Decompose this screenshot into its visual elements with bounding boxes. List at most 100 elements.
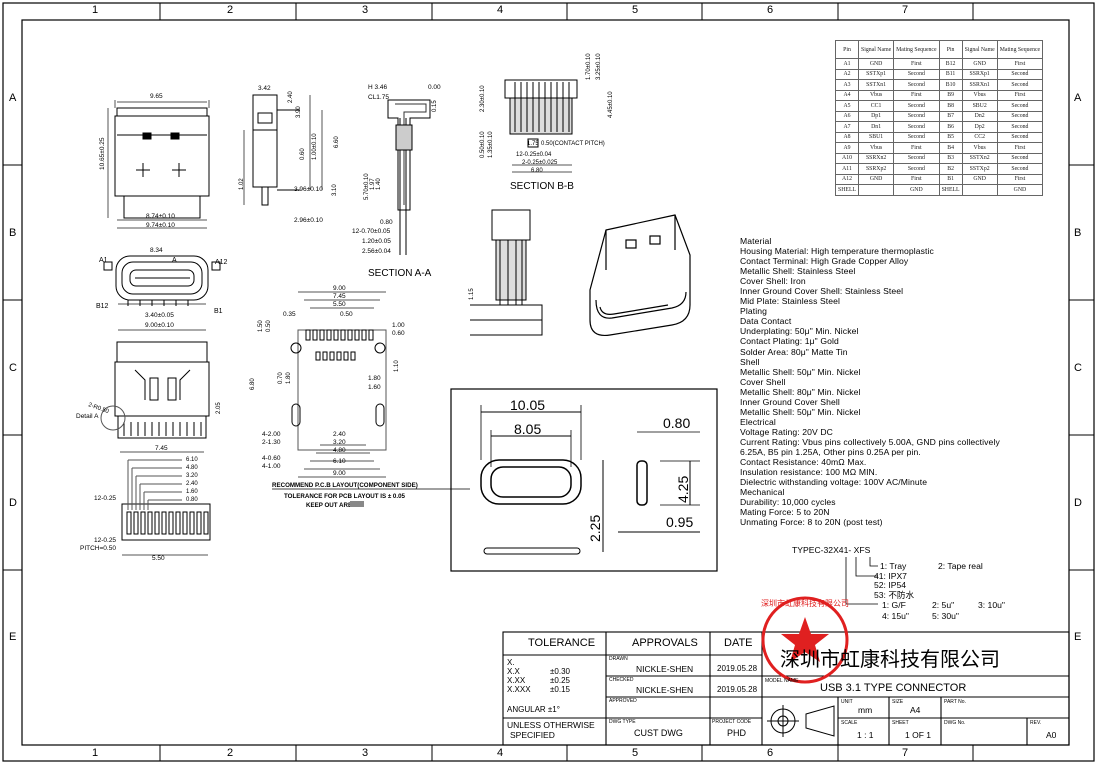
spec-line: Metallic Shell: 50μ" Min. Nickel — [740, 366, 861, 377]
panel-cutout-view — [480, 405, 700, 555]
spec-line: Cover Shell — [740, 376, 786, 387]
tb-rev: A0 — [1046, 730, 1057, 740]
detail-row-2: 3.20 — [186, 473, 198, 479]
front-view — [107, 100, 210, 229]
detail-row-0: 6.10 — [186, 457, 198, 463]
pcb-right-3: 1.60 — [368, 384, 381, 391]
bb-d7: 1.75 — [527, 141, 539, 147]
part-code-opt2: 2: Tape real — [938, 561, 983, 571]
aa-d9: 1.40 — [376, 178, 382, 190]
tb-date-hdr: DATE — [724, 637, 753, 649]
spec-line: Shell — [740, 356, 760, 367]
pcb-dims-right: 1.00 0.60 1.80 1.60 1.10 — [368, 322, 405, 391]
zone-right-b: B — [1074, 227, 1082, 239]
bb-d8: 0.50(CONTACT PITCH) — [541, 141, 605, 147]
pin-table-header: Pin Signal Name Mating Sequence Pin Sign… — [834, 40, 1044, 59]
detail-row-3: 2.40 — [186, 481, 198, 487]
hdr-mating: Mating Sequence — [893, 40, 940, 59]
spec-line: Electrical — [740, 416, 776, 427]
side-d8: 3.10 — [332, 184, 338, 196]
bottom-detail: Detail A — [76, 413, 99, 420]
end-a1: A1 — [99, 257, 108, 264]
zone-top-2: 2 — [227, 4, 234, 16]
zone-bottom-6: 6 — [767, 747, 774, 759]
hdr-signal-b: Signal Name — [961, 40, 998, 59]
part-code-opt1: 1: Tray — [880, 561, 907, 571]
zone-left-c: C — [9, 362, 17, 374]
end-w-top: 8.34 — [150, 247, 163, 254]
tb-approvals-hdr: APPROVALS — [632, 637, 698, 649]
part-code-ip1: 41: IPX7 — [874, 571, 907, 581]
aa-d2: 0.15 — [432, 100, 438, 112]
tb-size-lbl: SIZE — [892, 699, 904, 705]
pcb-title: RECOMMEND P.C.B LAYOUT(COMPONENT SIDE) — [272, 482, 418, 489]
spec-line: Inner Ground Cover Shell: Stainless Stee… — [740, 286, 904, 297]
end-a12: A12 — [215, 259, 228, 266]
zone-top-6: 6 — [767, 4, 774, 16]
zone-ticks — [3, 3, 1094, 761]
spec-line: Material — [740, 236, 772, 246]
pcb-top-0: 9.00 — [333, 285, 346, 292]
front-w1: 8.74±0.10 — [146, 213, 175, 220]
pcb-left-5: 4-2.00 — [262, 431, 281, 438]
pcb-right-2: 1.80 — [368, 375, 381, 382]
bottom-view — [100, 341, 210, 453]
end-b12: B12 — [96, 303, 109, 310]
spec-line: Current Rating: Vbus pins collectively 5… — [740, 436, 1000, 447]
tb-dwg-no-lbl: DWG No. — [944, 720, 966, 726]
tb-unless: UNLESS OTHERWISE — [507, 720, 595, 730]
tb-tol-xxxx: X.XXX — [507, 685, 531, 694]
part-code-p5: 5: 30u" — [932, 611, 959, 621]
side-d5: 1.02 — [239, 178, 245, 190]
section-small-view — [470, 209, 543, 336]
tb-size: A4 — [910, 705, 921, 715]
spec-line: Dielectric withstanding voltage: 100V AC… — [740, 477, 928, 488]
aa-d6: 2.56±0.04 — [362, 248, 391, 255]
tb-drawn-lbl: DRAWN — [609, 656, 628, 662]
cutout-side-w: 0.80 — [663, 415, 690, 431]
bb-d2: 3.25±0.10 — [596, 53, 602, 80]
pcb-left-8: 4-1.00 — [262, 463, 281, 470]
front-w-top: 9.65 — [150, 93, 163, 100]
seal-text: 深圳市虹康科技有限公司 — [761, 598, 849, 608]
cutout-w-outer: 10.05 — [510, 397, 545, 413]
pcb-dims-left: 1.50 0.50 6.80 0.70 1.80 4-2.00 2-1.30 4… — [250, 320, 292, 470]
zone-left-a: A — [9, 92, 17, 104]
zone-right-a: A — [1074, 92, 1082, 104]
tb-tol-xxx-v: ±0.25 — [550, 676, 570, 685]
tb-tolerance-hdr: TOLERANCE — [528, 637, 596, 649]
spec-list: Material Housing Material: High temperat… — [740, 236, 1085, 527]
detail-row-4: 1.60 — [186, 489, 198, 495]
aa-d8: 1.97 — [370, 178, 376, 190]
spec-line: Metallic Shell: 80μ" Min. Nickel — [740, 386, 861, 397]
bb-d9: 12-0.25±0.04 — [516, 152, 552, 158]
small-view-dim: 1.15 — [469, 288, 475, 300]
spec-line: Inner Ground Cover Shell — [740, 396, 840, 407]
pcb-left-0: 1.50 — [258, 320, 264, 332]
tb-drawn: NICKLE-SHEN — [636, 664, 694, 674]
bb-d10: 2-0.25±0.025 — [522, 160, 558, 166]
zone-top-4: 4 — [497, 4, 504, 16]
detail-row-5: 0.80 — [186, 497, 198, 503]
company-seal: 深圳市虹康科技有限公司 — [761, 596, 849, 684]
part-code: TYPEC-32X41- XFS — [792, 545, 871, 555]
tb-drawn-date: 2019.05.28 — [717, 664, 758, 673]
pcb-right-1: 0.60 — [392, 330, 405, 337]
tb-angular: ANGULAR ±1° — [507, 705, 560, 714]
title-block-grid — [502, 631, 1070, 746]
part-code-p1: 1: G/F — [882, 600, 906, 610]
part-code-ip3: 53: 不防水 — [874, 590, 915, 600]
tb-part-lbl: PART No. — [944, 699, 966, 705]
spec-line: Metallic Shell: 50μ" Min. Nickel — [740, 406, 861, 417]
pcb-top-1: 7.45 — [333, 293, 346, 300]
section-aa-view — [387, 99, 431, 255]
spec-line: Contact Resistance: 40mΩ Max. — [740, 457, 867, 468]
spec-line: Voltage Rating: 20V DC — [740, 426, 833, 437]
detail-row-1: 4.80 — [186, 465, 198, 471]
